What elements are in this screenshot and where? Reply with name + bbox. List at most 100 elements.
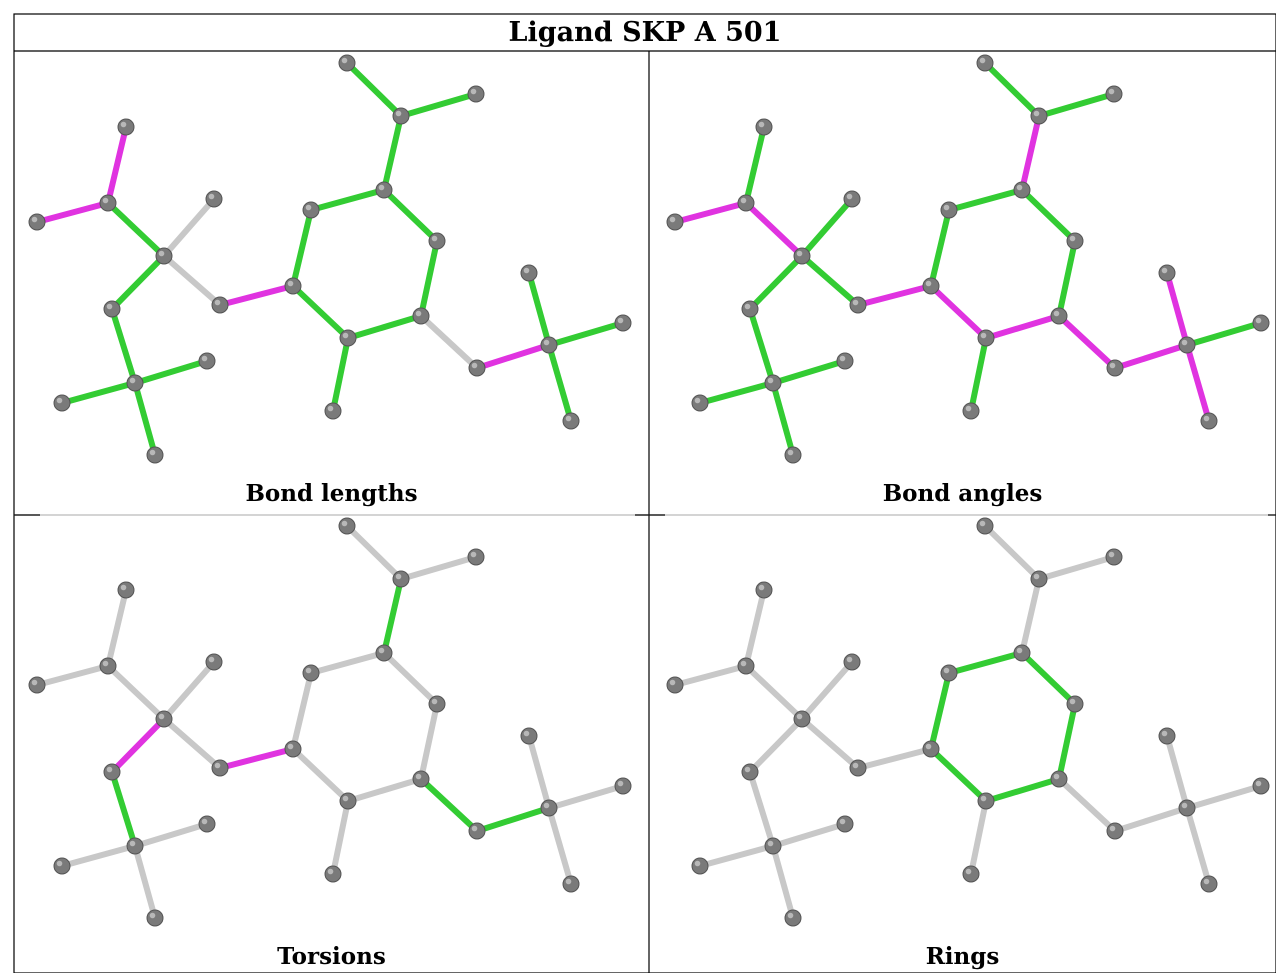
atom (540, 799, 558, 817)
atom-highlight (744, 303, 751, 310)
atom (1252, 314, 1270, 332)
atom (1106, 822, 1124, 840)
bond-grey (799, 716, 861, 771)
atom (977, 329, 995, 347)
atom (793, 710, 811, 728)
atom (784, 446, 802, 464)
atom-highlight (1053, 310, 1060, 317)
atom (392, 107, 410, 125)
atom (836, 352, 854, 370)
bond-green (770, 358, 848, 386)
atom (198, 352, 216, 370)
atom-highlight (694, 397, 701, 404)
bond-magenta (928, 283, 989, 341)
atom (53, 394, 71, 412)
atom (691, 857, 709, 875)
atom-highlight (120, 584, 127, 591)
table-borders (13, 13, 1276, 973)
atom-highlight (341, 57, 348, 64)
atom (1105, 548, 1123, 566)
atom-highlight (839, 355, 846, 362)
bond-green (928, 746, 989, 804)
bond-grey (1056, 776, 1118, 834)
bond-magenta (1112, 342, 1190, 371)
atom (520, 727, 538, 745)
bond-green (381, 187, 440, 244)
bond-grey (743, 663, 805, 722)
bond-green (109, 253, 167, 312)
bond-magenta (855, 283, 934, 308)
bond-grey (1184, 805, 1212, 887)
bond-magenta (34, 200, 111, 225)
atom-highlight (1161, 267, 1168, 274)
atom-highlight (129, 377, 136, 384)
bond-green (546, 320, 626, 348)
bond-grey (330, 798, 351, 877)
atom (412, 307, 430, 325)
atom (1106, 359, 1124, 377)
bond-green (132, 358, 210, 386)
atom-highlight (669, 679, 676, 686)
bond-grey (161, 659, 217, 722)
atom (155, 247, 173, 265)
outer-border (13, 13, 1276, 973)
atom (146, 446, 164, 464)
atom-highlight (617, 317, 624, 324)
bond-green (381, 113, 404, 193)
atom (1158, 264, 1176, 282)
atom-highlight (305, 667, 312, 674)
atom (1178, 336, 1196, 354)
bond-green (747, 306, 776, 386)
bond-grey (546, 805, 574, 887)
bond-grey (161, 253, 223, 308)
atom (155, 710, 173, 728)
atom-highlight (287, 280, 294, 287)
atom-highlight (470, 88, 477, 95)
bond-green (928, 670, 952, 752)
molecule-panel-bond-angles (666, 54, 1270, 464)
atom (211, 296, 229, 314)
atom-highlight (1255, 780, 1262, 787)
atom-highlight (1181, 339, 1188, 346)
atom (428, 695, 446, 713)
bond-grey (697, 843, 776, 869)
atom-highlight (102, 197, 109, 204)
atom (755, 118, 773, 136)
bond-grey (799, 659, 855, 722)
atom-highlight (523, 267, 530, 274)
atom-highlight (617, 780, 624, 787)
atom (784, 909, 802, 927)
bond-magenta (105, 124, 129, 206)
bond-magenta (1056, 313, 1118, 371)
atom-highlight (378, 647, 385, 654)
atom-highlight (979, 520, 986, 527)
bond-grey (1184, 783, 1264, 811)
atom (146, 909, 164, 927)
bond-green (946, 187, 1025, 213)
bond-grey (345, 776, 424, 804)
atom-highlight (31, 679, 38, 686)
atom (117, 118, 135, 136)
atom (922, 740, 940, 758)
atom (28, 213, 46, 231)
atom (562, 875, 580, 893)
atom-highlight (378, 184, 385, 191)
bond-green (770, 380, 796, 458)
bond-green (109, 769, 138, 849)
atom (428, 232, 446, 250)
bond-green (946, 650, 1025, 676)
atom (375, 644, 393, 662)
atom-highlight (543, 802, 550, 809)
atom (741, 300, 759, 318)
bond-green (982, 60, 1042, 119)
bond-grey (770, 843, 796, 921)
atom-highlight (1255, 317, 1262, 324)
atom (520, 264, 538, 282)
atom-highlight (327, 405, 334, 412)
bond-green (526, 270, 552, 348)
atom (198, 815, 216, 833)
atom-highlight (431, 235, 438, 242)
bond-grey (1036, 554, 1117, 582)
atom (103, 763, 121, 781)
atom (1105, 85, 1123, 103)
